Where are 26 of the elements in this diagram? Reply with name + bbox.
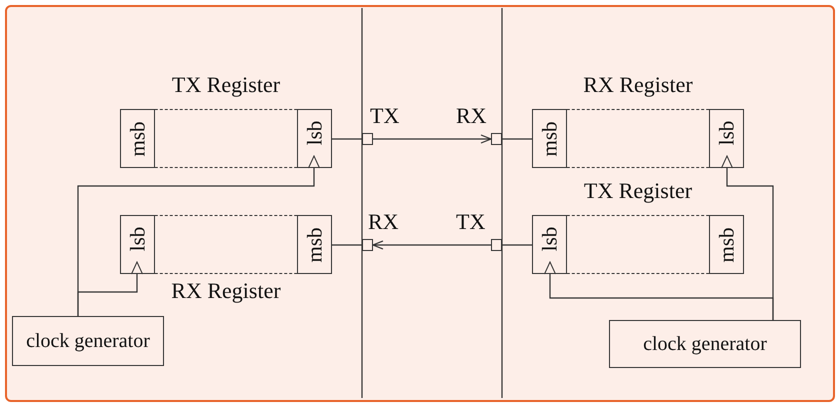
pin-label: TX (456, 209, 486, 235)
bit-cell: msb (709, 215, 744, 274)
clock-wire (544, 262, 774, 320)
register-title: TX Register (584, 178, 692, 204)
signal-arrow (372, 240, 491, 250)
bit-cell: lsb (120, 215, 155, 274)
wire (332, 138, 362, 140)
wire (502, 244, 532, 246)
clock-generator-box: clock generator (609, 320, 801, 368)
wire (502, 138, 532, 140)
bit-cell: lsb (532, 215, 567, 274)
wire (332, 244, 362, 246)
register-title: RX Register (583, 72, 693, 98)
register-title: TX Register (172, 72, 280, 98)
bit-cell: lsb (709, 109, 744, 168)
clock-wire (77, 262, 143, 316)
pin-label: RX (456, 103, 487, 129)
signal-arrow (373, 134, 492, 144)
clock-generator-box: clock generator (12, 316, 164, 366)
pin-label: RX (368, 209, 399, 235)
register-title: RX Register (171, 278, 281, 304)
bit-cell: msb (532, 109, 567, 168)
bit-cell: lsb (297, 109, 332, 168)
bit-cell: msb (120, 109, 155, 168)
pin-label: TX (370, 103, 400, 129)
bit-cell: msb (297, 215, 332, 274)
